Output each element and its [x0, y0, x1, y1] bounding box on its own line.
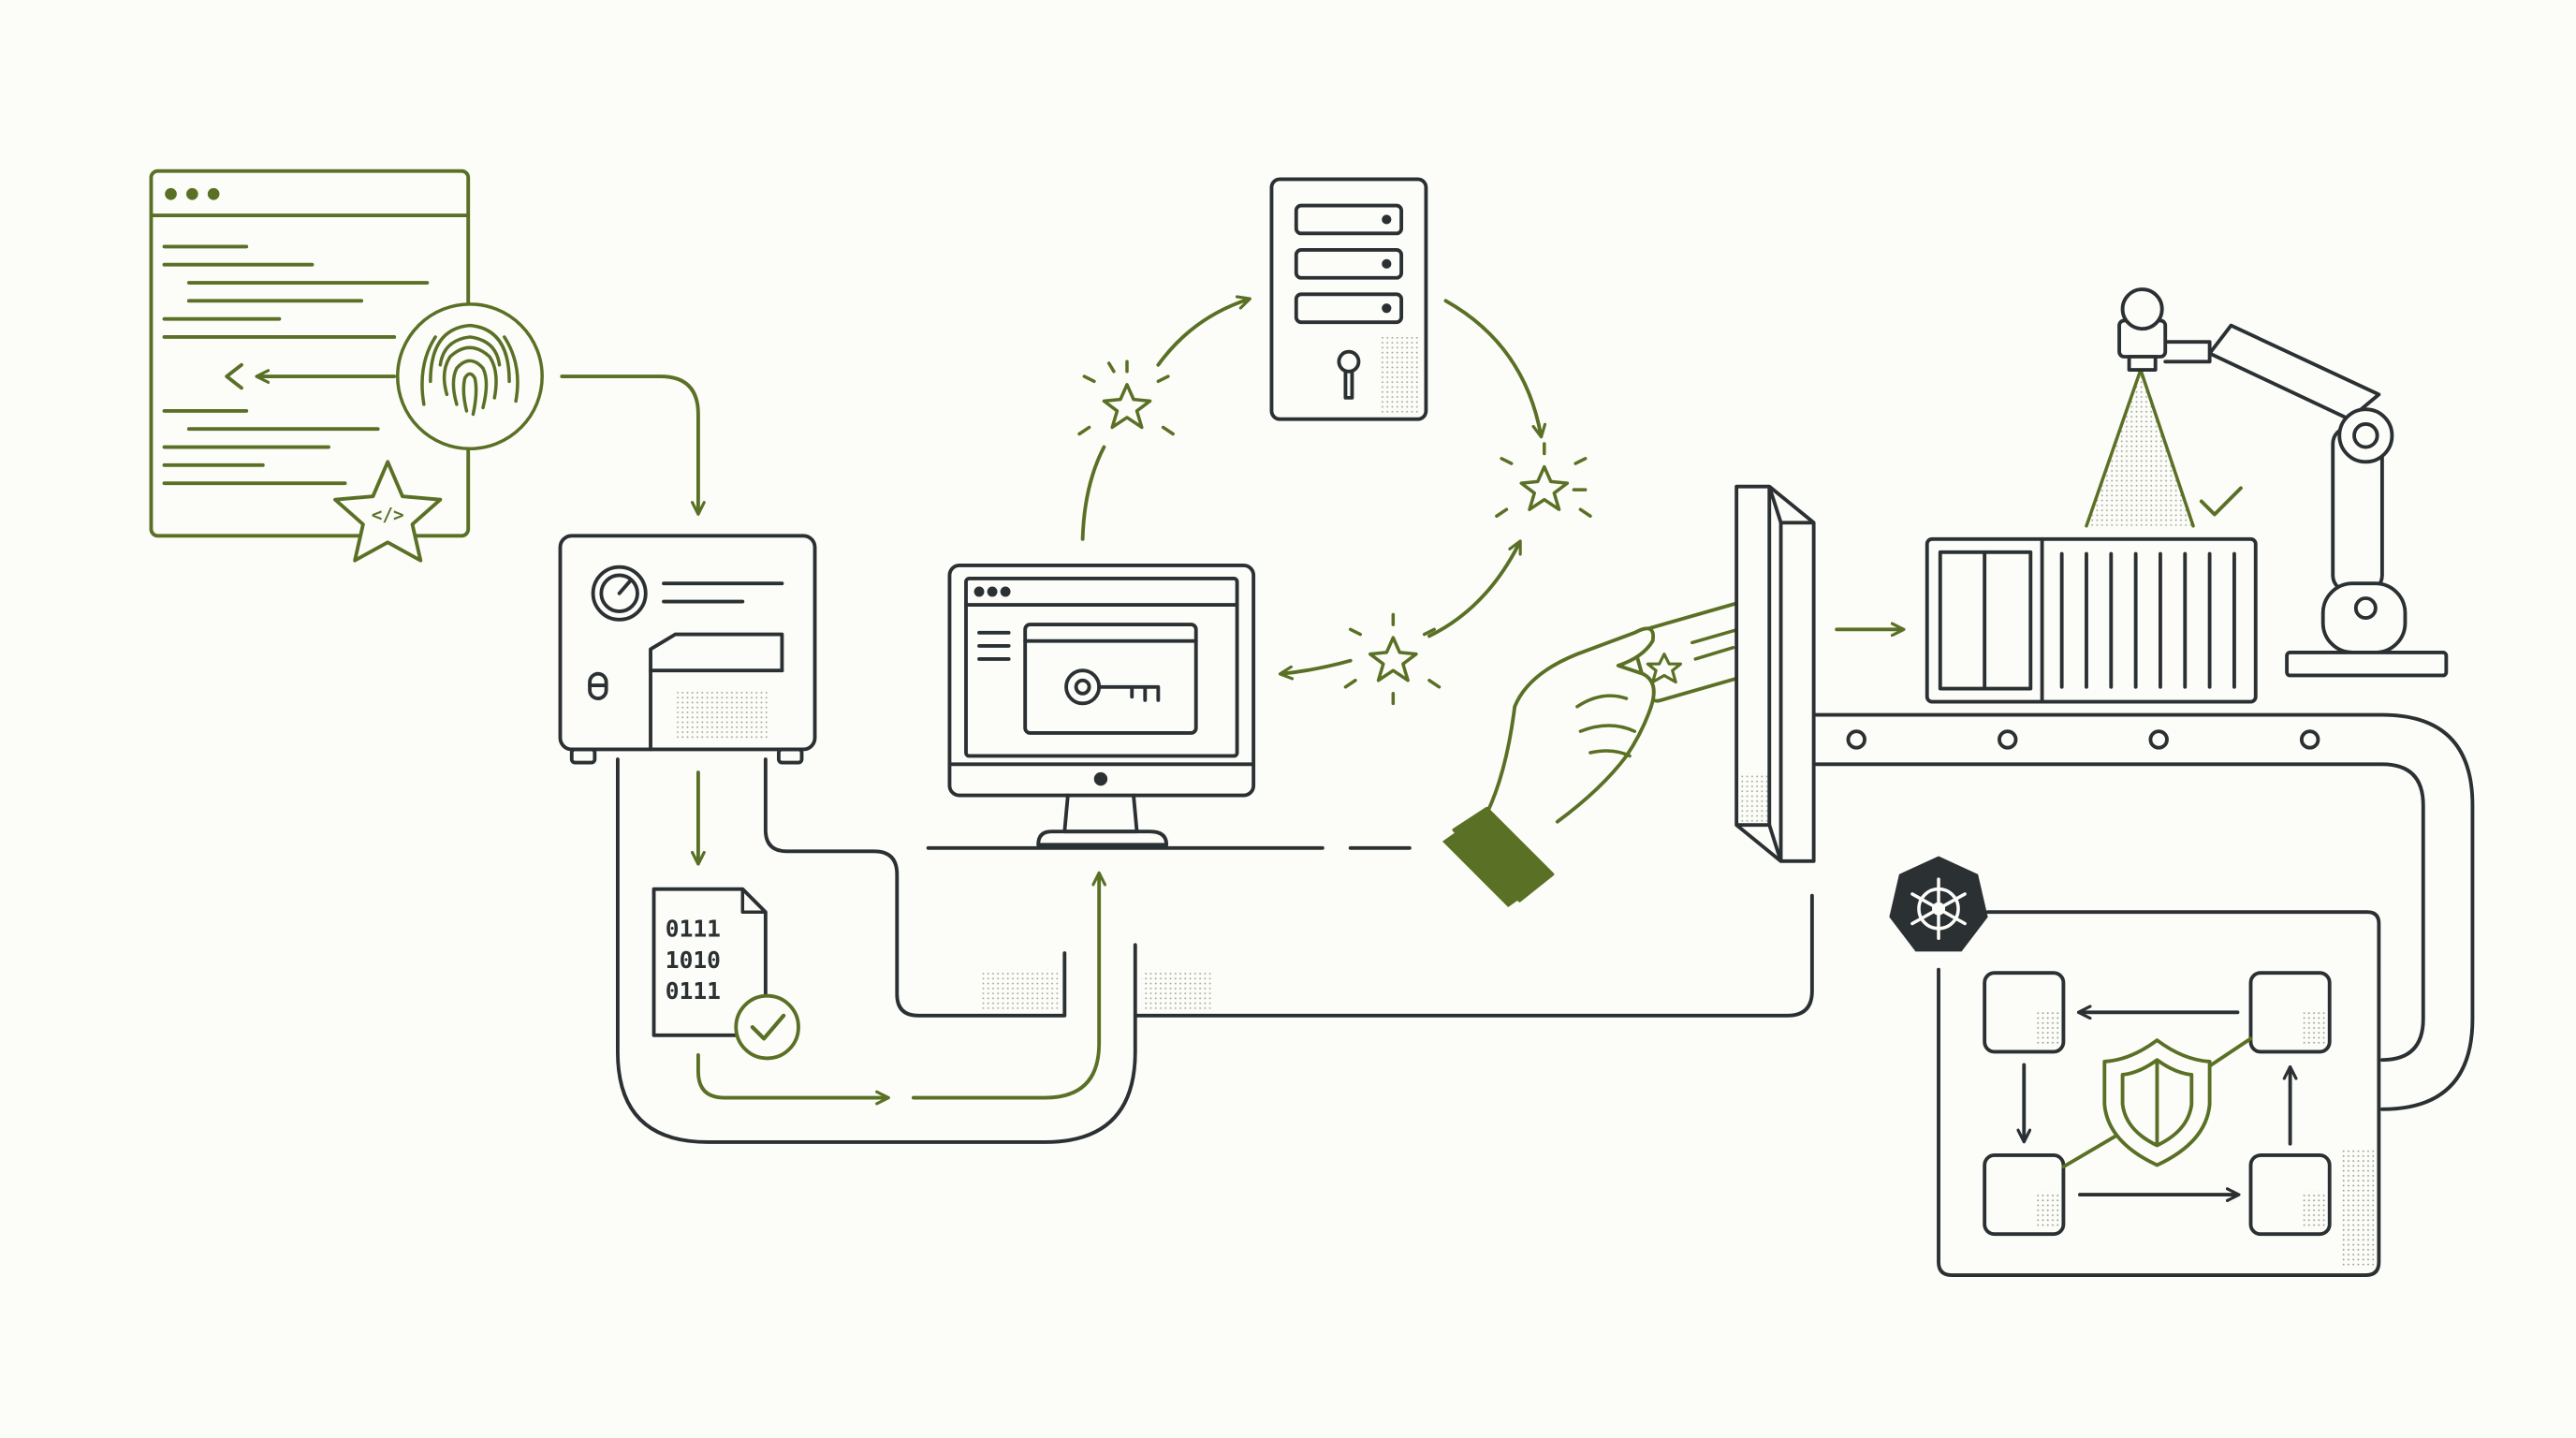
- cycle-arrow-server-to-star: [1443, 299, 1547, 439]
- pipeline-paths: [615, 712, 2475, 1278]
- binary-line-1: 0111: [666, 916, 721, 943]
- pipe-inner-left: [763, 757, 1067, 1018]
- pipe-right-inner: [1813, 762, 2425, 1063]
- cluster-frame: [1937, 910, 2381, 1278]
- binary-line-2: 1010: [666, 946, 721, 974]
- cluster-stipple-2: [2037, 1191, 2060, 1228]
- cycle-arrow-monitor-to-star: [1080, 445, 1106, 541]
- kubernetes-helm-icon: [1889, 856, 1988, 952]
- gate-stipple: [1741, 772, 1768, 822]
- star-sparkle-icon: [1077, 360, 1592, 706]
- key-icon: [1064, 668, 1161, 706]
- flow-arrow-fingerprint-to-build: [560, 374, 706, 516]
- robot-arm-scanner-icon: [2085, 287, 2449, 678]
- pipe-stipple-1: [982, 969, 1059, 1009]
- cycle-arrow-star-to-server: [1156, 295, 1251, 367]
- cluster-stipple-5: [2341, 1150, 2375, 1266]
- flow-arrow-binary-to-deploy: [695, 1052, 890, 1106]
- gate-panel-icon: [1734, 484, 1816, 863]
- server-stipple: [1380, 336, 1420, 413]
- flow-arrow-up-to-monitor: [911, 871, 1107, 1100]
- build-shadow-stipple: [677, 690, 768, 740]
- pipe-right-curve: [1813, 712, 2475, 1111]
- cluster-stipple-3: [2303, 1010, 2327, 1048]
- code-tag-label: </>: [372, 505, 404, 526]
- pipe-bottom: [1133, 893, 1814, 1018]
- check-icon: [734, 993, 800, 1061]
- cluster-arrows: [2016, 1005, 2298, 1202]
- shield-icon: [2102, 1038, 2212, 1167]
- pipe-outer-left: [615, 757, 1137, 1144]
- hand-with-card-icon: [1442, 598, 1774, 907]
- conveyor-belt-icon: [1846, 729, 2320, 750]
- desktop-monitor-icon: [947, 563, 1256, 847]
- binary-line-3: 0111: [666, 977, 721, 1005]
- cycle-arrow-star-to-star: [1427, 539, 1522, 638]
- pipe-stipple-2: [1141, 969, 1211, 1009]
- cluster-stipple-1: [2037, 1010, 2060, 1048]
- signing-cycle-arrows: [1080, 295, 1547, 681]
- cluster-stipple-4: [2303, 1191, 2327, 1228]
- binary-file-icon: 0111 1010 0111: [651, 887, 768, 1037]
- code-star-badge-icon: </>: [333, 460, 443, 563]
- cycle-arrow-star-to-monitor: [1278, 658, 1353, 681]
- container-icon: [1925, 536, 2258, 704]
- fingerprint-icon: [395, 302, 544, 451]
